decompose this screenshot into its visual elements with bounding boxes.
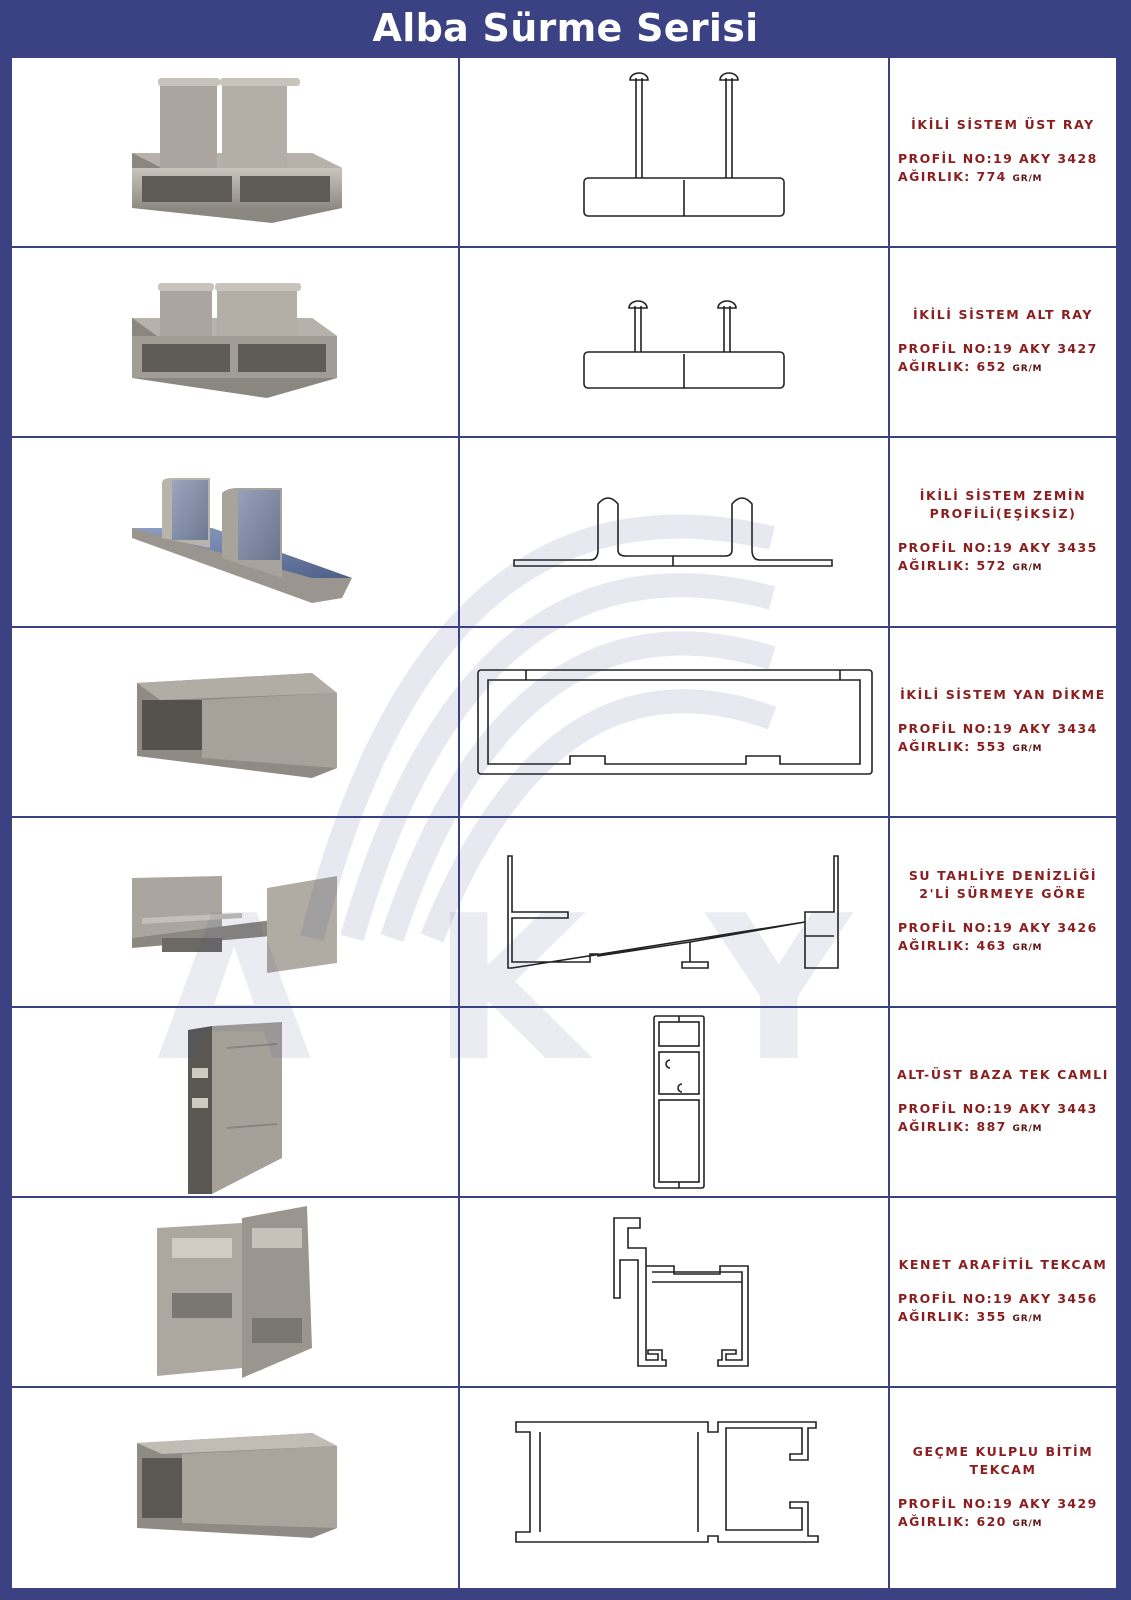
table-row: ALT-ÜST BAZA TEK CAMLI PROFİL NO:19 AKY …: [12, 1008, 1116, 1196]
profile-drawing: [460, 1388, 888, 1588]
table-row: KENET ARAFİTİL TEKCAM PROFİL NO:19 AKY 3…: [12, 1198, 1116, 1386]
profile-name: SU TAHLİYE DENİZLİĞİ 2'Lİ SÜRMEYE GÖRE: [908, 868, 1098, 901]
profile-drawing: [460, 248, 888, 436]
product-render: [12, 1388, 458, 1588]
profile-info: ALT-ÜST BAZA TEK CAMLI PROFİL NO:19 AKY …: [890, 1008, 1116, 1196]
profile-number: PROFİL NO:19 AKY 3428: [898, 151, 1098, 166]
profile-name: İKİLİ SİSTEM YAN DİKME: [900, 687, 1106, 702]
profile-info: İKİLİ SİSTEM YAN DİKME PROFİL NO:19 AKY …: [890, 628, 1116, 816]
product-render: [12, 58, 458, 246]
profile-info: SU TAHLİYE DENİZLİĞİ 2'Lİ SÜRMEYE GÖRE P…: [890, 818, 1116, 1006]
profile-info: KENET ARAFİTİL TEKCAM PROFİL NO:19 AKY 3…: [890, 1198, 1116, 1386]
profile-weight: AĞIRLIK: 652 GR/M: [898, 359, 1043, 374]
product-render: [12, 818, 458, 1006]
product-render: [12, 438, 458, 626]
profile-drawing: [460, 1008, 888, 1196]
profile-drawing: [460, 1198, 888, 1386]
profile-drawing: [460, 438, 888, 626]
profile-weight: AĞIRLIK: 620 GR/M: [898, 1514, 1043, 1529]
product-render: [12, 1008, 458, 1196]
profile-name: ALT-ÜST BAZA TEK CAMLI: [897, 1067, 1109, 1082]
profile-name: İKİLİ SİSTEM ÜST RAY: [911, 117, 1095, 132]
profile-weight: AĞIRLIK: 463 GR/M: [898, 938, 1043, 953]
table-row: GEÇME KULPLU BİTİM TEKCAM PROFİL NO:19 A…: [12, 1388, 1116, 1588]
table-row: İKİLİ SİSTEM ÜST RAY PROFİL NO:19 AKY 34…: [12, 58, 1116, 246]
profile-number: PROFİL NO:19 AKY 3434: [898, 721, 1098, 736]
profile-weight: AĞIRLIK: 355 GR/M: [898, 1309, 1043, 1324]
profile-name: İKİLİ SİSTEM ZEMİN PROFİLİ(EŞİKSİZ): [919, 488, 1087, 521]
profile-number: PROFİL NO:19 AKY 3456: [898, 1291, 1098, 1306]
profile-drawing: [460, 818, 888, 1006]
profile-number: PROFİL NO:19 AKY 3429: [898, 1496, 1098, 1511]
profile-info: GEÇME KULPLU BİTİM TEKCAM PROFİL NO:19 A…: [890, 1388, 1116, 1588]
profile-weight: AĞIRLIK: 774 GR/M: [898, 169, 1043, 184]
profile-info: İKİLİ SİSTEM ALT RAY PROFİL NO:19 AKY 34…: [890, 248, 1116, 436]
profile-weight: AĞIRLIK: 553 GR/M: [898, 739, 1043, 754]
table-row: İKİLİ SİSTEM ALT RAY PROFİL NO:19 AKY 34…: [12, 248, 1116, 436]
profile-info: İKİLİ SİSTEM ÜST RAY PROFİL NO:19 AKY 34…: [890, 58, 1116, 246]
profile-number: PROFİL NO:19 AKY 3435: [898, 540, 1098, 555]
profile-table: İKİLİ SİSTEM ÜST RAY PROFİL NO:19 AKY 34…: [12, 58, 1116, 1588]
product-render: [12, 1198, 458, 1386]
page-title: Alba Sürme Serisi: [372, 6, 759, 50]
profile-number: PROFİL NO:19 AKY 3443: [898, 1101, 1098, 1116]
profile-number: PROFİL NO:19 AKY 3426: [898, 920, 1098, 935]
table-row: İKİLİ SİSTEM ZEMİN PROFİLİ(EŞİKSİZ) PROF…: [12, 438, 1116, 626]
table-row: SU TAHLİYE DENİZLİĞİ 2'Lİ SÜRMEYE GÖRE P…: [12, 818, 1116, 1006]
product-render: [12, 628, 458, 816]
profile-weight: AĞIRLIK: 887 GR/M: [898, 1119, 1043, 1134]
profile-info: İKİLİ SİSTEM ZEMİN PROFİLİ(EŞİKSİZ) PROF…: [890, 438, 1116, 626]
table-row: İKİLİ SİSTEM YAN DİKME PROFİL NO:19 AKY …: [12, 628, 1116, 816]
profile-name: GEÇME KULPLU BİTİM TEKCAM: [912, 1444, 1094, 1477]
profile-name: İKİLİ SİSTEM ALT RAY: [912, 307, 1094, 322]
profile-drawing: [460, 58, 888, 246]
profile-number: PROFİL NO:19 AKY 3427: [898, 341, 1098, 356]
profile-name: KENET ARAFİTİL TEKCAM: [898, 1257, 1108, 1272]
product-render: [12, 248, 458, 436]
profile-weight: AĞIRLIK: 572 GR/M: [898, 558, 1043, 573]
profile-drawing: [460, 628, 888, 816]
